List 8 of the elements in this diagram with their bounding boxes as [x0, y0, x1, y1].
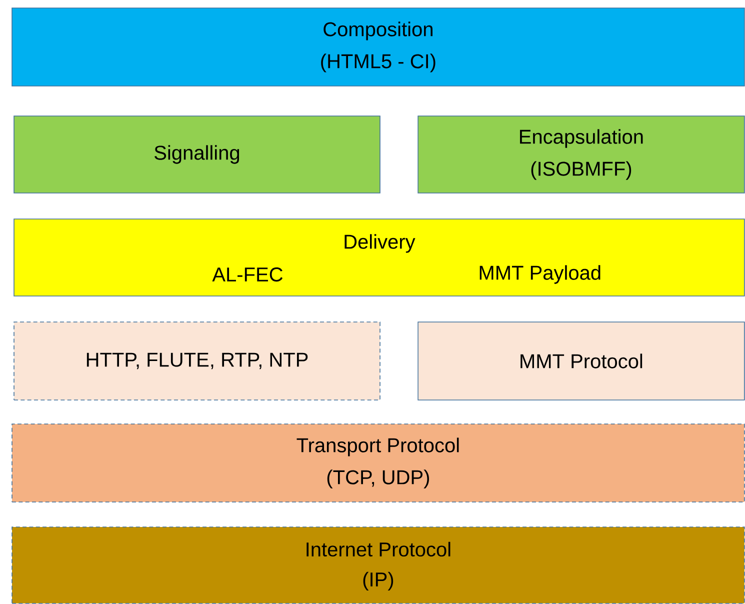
- layer-box: Transport Protocol (TCP, UDP): [12, 424, 745, 502]
- layer-box: MMT Protocol: [418, 322, 745, 400]
- layer-box: Encapsulation (ISOBMFF): [418, 116, 745, 194]
- layer-box: Internet Protocol (IP): [12, 526, 745, 604]
- layer-box: Signalling: [14, 116, 380, 194]
- layer-box: HTTP, FLUTE, RTP, NTP: [14, 322, 380, 400]
- layer-box: Composition (HTML5 - CI): [12, 8, 745, 86]
- layer-box: Delivery AL-FEC MMT Payload: [14, 218, 745, 296]
